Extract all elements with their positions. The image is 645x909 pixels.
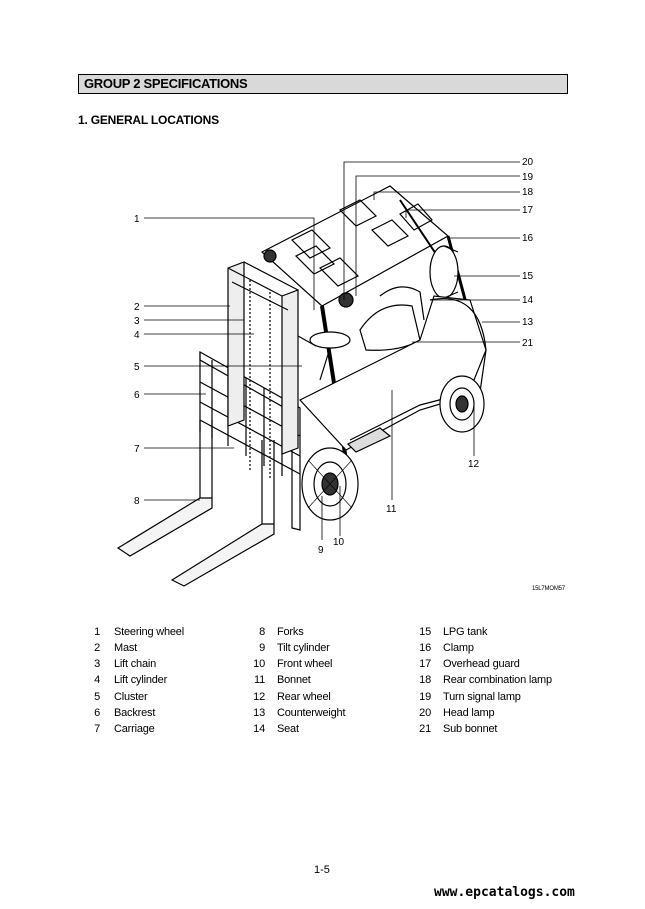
callout-2: 2 <box>134 302 140 313</box>
legend-label: Overhead guard <box>443 658 520 670</box>
legend-label: Rear combination lamp <box>443 674 552 686</box>
callout-14: 14 <box>522 295 534 306</box>
legend-label: Forks <box>277 626 304 638</box>
legend-label: Turn signal lamp <box>443 691 521 703</box>
page-number: 1-5 <box>314 864 330 876</box>
callout-leaders <box>144 161 520 540</box>
group-title-bar: GROUP 2 SPECIFICATIONS <box>78 74 568 94</box>
legend-num: 3 <box>94 658 100 670</box>
legend-num: 4 <box>94 674 100 686</box>
callout-numbers: 1 2 3 4 5 6 7 8 9 10 11 12 13 14 15 16 1… <box>134 157 534 556</box>
legend-label: Carriage <box>114 723 155 735</box>
callout-7: 7 <box>134 444 140 455</box>
legend-label: Steering wheel <box>114 626 184 638</box>
legend-label: Clamp <box>443 642 474 654</box>
legend-label: Tilt cylinder <box>277 642 330 654</box>
legend-label: Counterweight <box>277 707 346 719</box>
callout-19: 19 <box>522 172 534 183</box>
legend-label: LPG tank <box>443 626 488 638</box>
callout-8: 8 <box>134 496 140 507</box>
legend-num: 13 <box>253 707 265 719</box>
callout-20: 20 <box>522 157 534 168</box>
callout-18: 18 <box>522 187 534 198</box>
legend-label: Lift chain <box>114 658 157 670</box>
legend-label: Cluster <box>114 691 148 703</box>
forklift-illustration <box>116 185 487 587</box>
legend-num: 10 <box>253 658 265 670</box>
legend-label: Front wheel <box>277 658 333 670</box>
callout-6: 6 <box>134 390 140 401</box>
legend-num: 14 <box>253 723 265 735</box>
legend-num: 11 <box>253 674 265 686</box>
legend-label: Sub bonnet <box>443 723 498 735</box>
watermark-url[interactable]: www.epcatalogs.com <box>434 885 575 900</box>
callout-16: 16 <box>522 233 534 244</box>
callout-10: 10 <box>333 537 345 548</box>
callout-5: 5 <box>134 362 140 373</box>
legend-num: 7 <box>94 723 100 735</box>
callout-1: 1 <box>134 214 140 225</box>
callout-17: 17 <box>522 205 534 216</box>
legend-label: Lift cylinder <box>114 674 168 686</box>
figure-code: 15L7MOM57 <box>532 586 565 592</box>
legend-label: Rear wheel <box>277 691 331 703</box>
callout-11: 11 <box>386 504 397 515</box>
group-title: GROUP 2 SPECIFICATIONS <box>84 76 248 91</box>
legend-num: 8 <box>259 626 265 638</box>
legend-num: 6 <box>94 707 100 719</box>
legend-num: 17 <box>419 658 431 670</box>
legend-num: 12 <box>253 691 265 703</box>
legend-label: Head lamp <box>443 707 495 719</box>
legend-label: Bonnet <box>277 674 311 686</box>
callout-12: 12 <box>468 459 480 470</box>
legend-num: 5 <box>94 691 100 703</box>
callout-3: 3 <box>134 316 140 327</box>
callout-13: 13 <box>522 317 534 328</box>
section-title: 1. GENERAL LOCATIONS <box>78 113 219 127</box>
legend-num: 15 <box>419 626 431 638</box>
legend-label: Seat <box>277 723 299 735</box>
legend-num: 21 <box>419 723 431 735</box>
legend-num: 19 <box>419 691 431 703</box>
legend-num: 1 <box>94 626 100 638</box>
legend-label: Mast <box>114 642 138 654</box>
legend-num: 9 <box>259 642 265 654</box>
callout-15: 15 <box>522 271 534 282</box>
callout-4: 4 <box>134 330 140 341</box>
callout-21: 21 <box>522 338 534 349</box>
callout-9: 9 <box>318 545 324 556</box>
forklift-diagram: 1 2 3 4 5 6 7 8 9 10 11 12 13 14 15 16 1… <box>116 157 534 587</box>
legend-label: Backrest <box>114 707 156 719</box>
legend-num: 20 <box>419 707 431 719</box>
legend-num: 16 <box>419 642 431 654</box>
legend-num: 18 <box>419 674 431 686</box>
legend-num: 2 <box>94 642 100 654</box>
